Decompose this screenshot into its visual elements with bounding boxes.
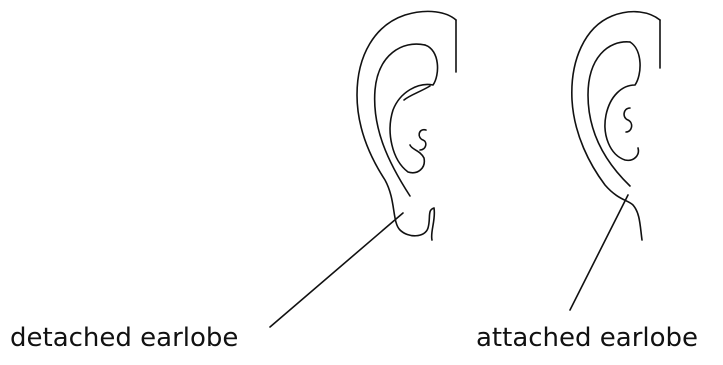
detached-ear-concha <box>390 45 437 173</box>
attached-ear-tragus <box>624 108 632 132</box>
attached-ear-concha <box>605 42 640 160</box>
detached-ear-drawing <box>270 11 456 327</box>
detached-pointer-line <box>270 213 403 327</box>
attached-pointer-line <box>570 195 628 310</box>
attached-ear-outline <box>572 12 660 240</box>
detached-earlobe-label: detached earlobe <box>10 322 238 354</box>
detached-ear-antihelix <box>375 44 425 196</box>
attached-earlobe-label: attached earlobe <box>476 322 698 354</box>
detached-ear-crus <box>404 86 430 100</box>
attached-ear-drawing <box>570 12 660 310</box>
detached-ear-tragus <box>419 130 426 150</box>
